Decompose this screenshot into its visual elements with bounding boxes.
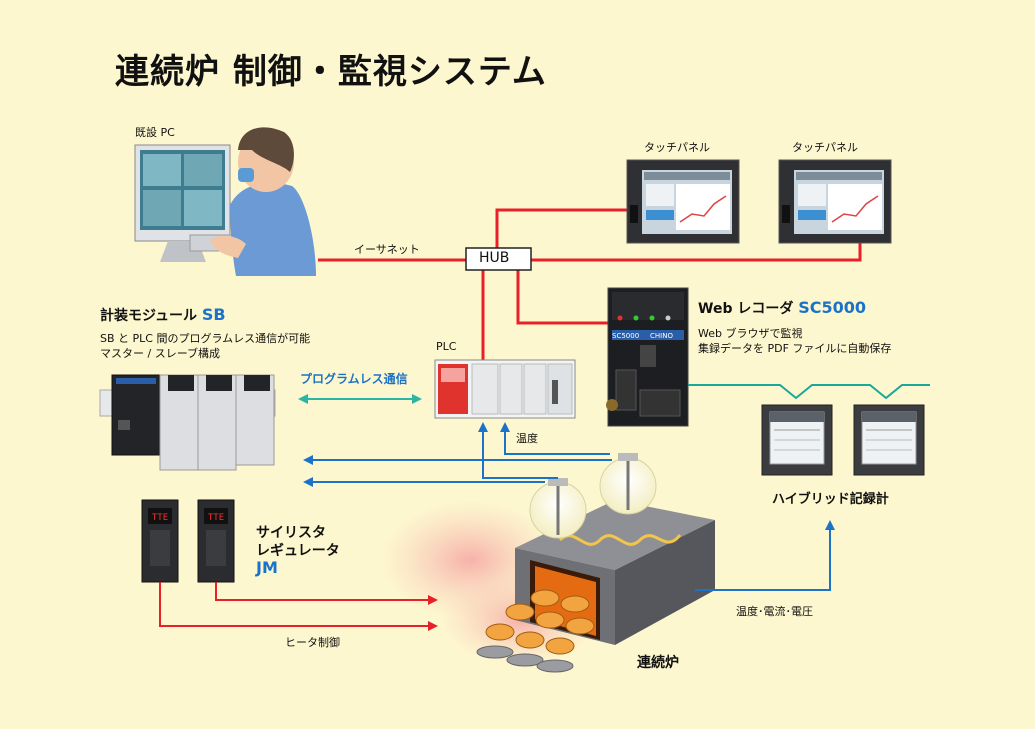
sb-module-title: 計装モジュール SB <box>100 305 226 325</box>
heater-control-label: ヒータ制御 <box>285 636 340 649</box>
heater-control-lines <box>159 582 438 631</box>
hub-label: HUB <box>479 250 510 266</box>
touch-panel-1-label: タッチパネル <box>644 141 710 154</box>
thyristor-label-1: サイリスタ <box>256 525 326 541</box>
hybrid-recorder-label: ハイブリッド記録計 <box>772 492 889 507</box>
hybrid-recorder-2 <box>853 404 925 476</box>
web-recorder-model: SC5000 <box>798 298 867 317</box>
thermocouple-probes <box>529 453 657 539</box>
sb-module-prefix: 計装モジュール <box>100 308 198 324</box>
recorder-serial-line <box>688 384 930 400</box>
page-title: 連続炉 制御・監視システム <box>115 52 547 92</box>
touch-panel-2-label: タッチパネル <box>792 141 858 154</box>
sc5000-brand-text: CHINO <box>650 332 673 340</box>
temperature-label: 温度 <box>516 432 538 445</box>
sb-module <box>99 374 276 471</box>
programless-label: プログラムレス通信 <box>300 372 408 386</box>
existing-pc-monitor <box>134 144 239 262</box>
plc-device <box>434 359 576 419</box>
furnace-label: 連続炉 <box>637 655 679 671</box>
plc-label: PLC <box>436 340 457 353</box>
jm-unit-2: TTE <box>197 499 235 583</box>
furnace-to-recorder-line <box>695 520 835 591</box>
web-recorder-desc-1: Web ブラウザで監視 <box>698 327 803 340</box>
hybrid-recorder-1 <box>761 404 833 476</box>
thyristor-model: JM <box>256 558 278 577</box>
touch-panel-1 <box>626 159 740 244</box>
temperature-to-sb-lines <box>303 455 612 487</box>
sb-module-desc-1: SB と PLC 間のプログラムレス通信が可能 <box>100 332 311 345</box>
svg-text:TTE: TTE <box>152 513 168 523</box>
operator-person <box>210 127 316 276</box>
furnace <box>476 500 715 673</box>
sc5000-panel-text: SC5000 <box>612 332 640 340</box>
touch-panel-2 <box>778 159 892 244</box>
hub-box <box>465 247 532 271</box>
sb-module-model: SB <box>201 305 226 324</box>
svg-text:TTE: TTE <box>208 513 224 523</box>
sc5000-device <box>606 287 689 427</box>
existing-pc-label: 既設 PC <box>135 126 175 139</box>
web-recorder-desc-2: 集録データを PDF ファイルに自動保存 <box>698 342 892 355</box>
sb-module-desc-2: マスター / スレーブ構成 <box>100 347 221 360</box>
temp-current-voltage-label: 温度･電流･電圧 <box>736 605 813 618</box>
web-recorder-prefix: Web レコーダ <box>698 301 794 317</box>
thyristor-label-2: レギュレータ <box>256 543 340 559</box>
jm-unit-1: TTE <box>141 499 179 583</box>
web-recorder-title: Web レコーダ SC5000 <box>698 298 866 318</box>
ethernet-label: イーサネット <box>354 243 420 256</box>
temperature-to-plc-lines <box>478 422 610 479</box>
